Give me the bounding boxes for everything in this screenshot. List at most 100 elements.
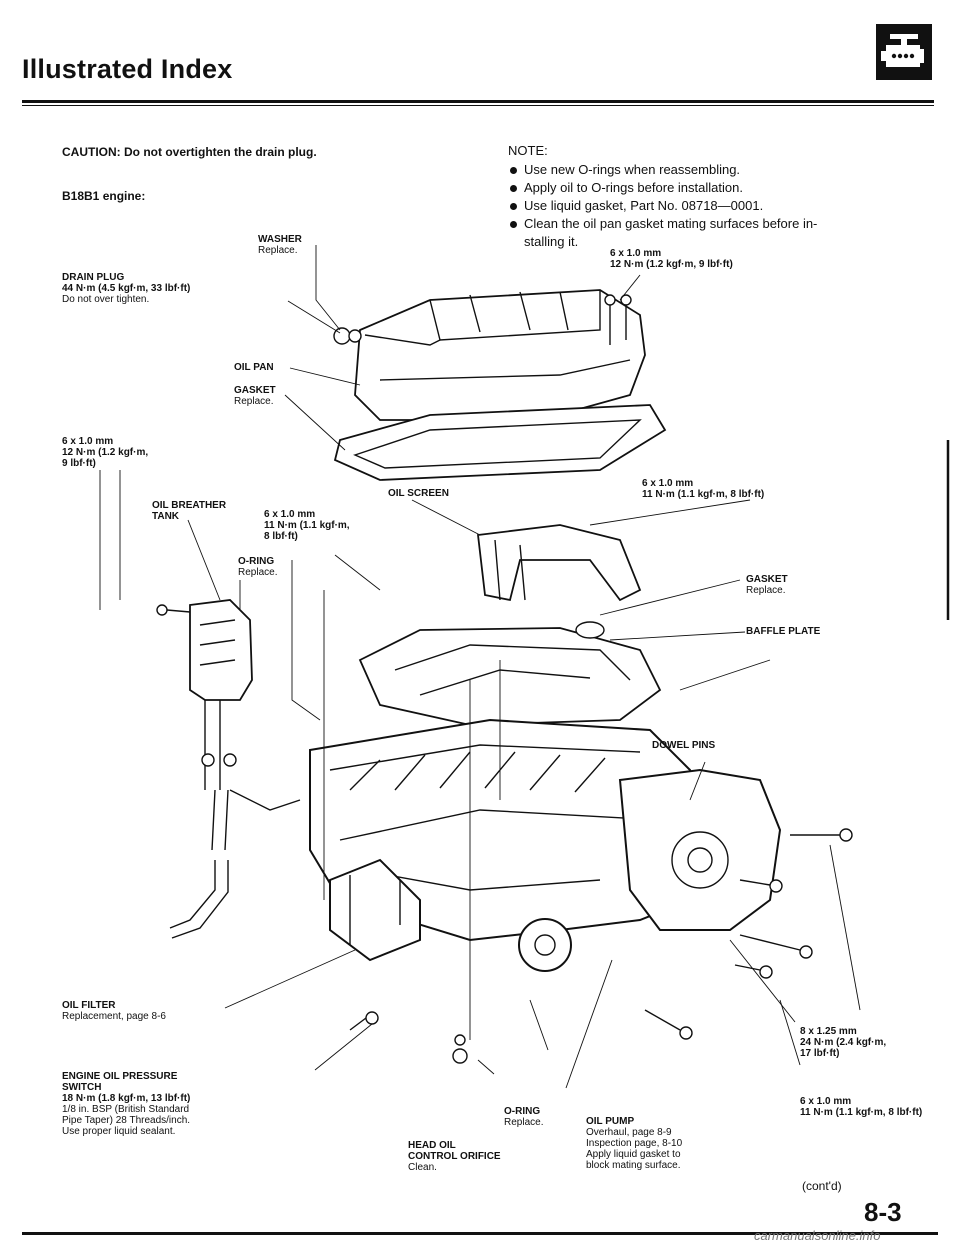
gasket-screen-name: GASKET <box>746 574 788 585</box>
oil-filter-note: Replacement, page 8-6 <box>62 1011 166 1022</box>
note-item-continued: stalling it. <box>524 234 579 249</box>
bolt-left-label: 6 x 1.0 mm 12 N·m (1.2 kgf·m, 9 lbf·ft) <box>62 436 148 469</box>
baffle-plate-name: BAFFLE PLATE <box>746 626 821 637</box>
bolt-top-right-size: 6 x 1.0 mm <box>610 248 662 259</box>
note-item: Clean the oil pan gasket mating surfaces… <box>508 215 928 233</box>
oil-pump-line2: Overhaul, page 8-9 <box>586 1127 672 1138</box>
bolt-big-size: 8 x 1.25 mm <box>800 1026 857 1037</box>
pressure-switch-shape <box>365 1011 379 1025</box>
gasket-screen-label: GASKET Replace. <box>746 574 788 596</box>
orifice-line1: HEAD OIL <box>408 1140 456 1151</box>
gasket-pan-note: Replace. <box>234 396 274 407</box>
dowel-pins-label: DOWEL PINS <box>652 740 715 751</box>
caution-message: Do not overtighten the drain plug. <box>124 145 317 159</box>
bolt-right-screen-spec: 11 N·m (1.1 kgf·m, 8 lbf·ft) <box>642 489 765 500</box>
oil-pump-label: OIL PUMP Overhaul, page 8-9 Inspection p… <box>586 1116 682 1171</box>
oil-pump-name: OIL PUMP <box>586 1116 635 1127</box>
bolt-big-spec2: 17 lbf·ft) <box>800 1048 840 1059</box>
oil-pump-line3: Inspection page, 8-10 <box>586 1138 683 1149</box>
oring-top-note: Replace. <box>238 567 278 578</box>
caution-label: CAUTION: <box>62 145 121 159</box>
bolt-bottom-right-label: 6 x 1.0 mm 11 N·m (1.1 kgf·m, 8 lbf·ft) <box>800 1096 922 1118</box>
bolt-mid-spec1: 11 N·m (1.1 kgf·m, <box>264 520 350 531</box>
bolt-mid-spec2: 8 lbf·ft) <box>264 531 298 542</box>
washer-label: WASHER Replace. <box>258 234 302 256</box>
oring-bottom-note: Replace. <box>504 1117 544 1128</box>
note-item: Use liquid gasket, Part No. 08718—0001. <box>508 197 928 215</box>
bolt-top-right-spec: 12 N·m (1.2 kgf·m, 9 lbf·ft) <box>610 259 733 270</box>
oil-filter-name: OIL FILTER <box>62 1000 116 1011</box>
notes-heading: NOTE: <box>508 143 548 158</box>
bolt-mid-size: 6 x 1.0 mm <box>264 509 316 520</box>
pressure-switch-line2: SWITCH <box>62 1082 102 1093</box>
bolt-big-spec1: 24 N·m (2.4 kgf·m, <box>800 1037 887 1048</box>
drain-plug-spec: 44 N·m (4.5 kgf·m, 33 lbf·ft) <box>62 283 191 294</box>
pressure-switch-line4: 1/8 in. BSP (British Standard <box>62 1104 190 1115</box>
header-rule <box>22 100 934 103</box>
watermark: carmanualsonline.info <box>754 1228 881 1243</box>
oil-pump-line4: Apply liquid gasket to <box>586 1149 681 1160</box>
bolt-right-screen-label: 6 x 1.0 mm 11 N·m (1.1 kgf·m, 8 lbf·ft) <box>642 478 764 500</box>
breather-tank-label: OIL BREATHER TANK <box>152 500 226 522</box>
gasket-pan-name: GASKET <box>234 385 276 396</box>
dowel-pins-name: DOWEL PINS <box>652 740 716 751</box>
oil-screen-name: OIL SCREEN <box>388 488 449 499</box>
oil-filter-label: OIL FILTER Replacement, page 8-6 <box>62 1000 166 1022</box>
breather-hose-shape <box>169 700 301 939</box>
page-number: 8-3 <box>864 1197 902 1227</box>
oil-screen-shape <box>477 524 642 602</box>
gasket-screen-note: Replace. <box>746 585 786 596</box>
note-item: Apply oil to O-rings before installation… <box>508 179 928 197</box>
pressure-switch-line5: Pipe Taper) 28 Threads/inch. <box>62 1115 191 1126</box>
bolt-right-screen-size: 6 x 1.0 mm <box>642 478 694 489</box>
oring-bottom-label: O-RING Replace. <box>504 1106 543 1128</box>
pan-gasket-shape <box>333 404 667 481</box>
engine-block-icon <box>876 24 932 80</box>
oring-top-name: O-RING <box>238 556 275 567</box>
bolt-left-spec2: 9 lbf·ft) <box>62 458 96 469</box>
oil-pan-label: OIL PAN <box>234 362 274 373</box>
leader-lines <box>99 245 861 1089</box>
block-bolts-shape <box>644 828 853 1040</box>
bolt-bottom-right-spec: 11 N·m (1.1 kgf·m, 8 lbf·ft) <box>800 1107 923 1118</box>
breather-line1: OIL BREATHER <box>152 500 227 511</box>
caution-text: CAUTION: Do not overtighten the drain pl… <box>62 145 317 159</box>
oil-pump-line5: block mating surface. <box>586 1160 681 1171</box>
oring-bottom-name: O-RING <box>504 1106 541 1117</box>
note-item: Use new O-rings when reassembling. <box>508 161 928 179</box>
oil-pan-name: OIL PAN <box>234 362 274 373</box>
pan-bolts-shape <box>604 294 632 345</box>
bolt-bottom-right-size: 6 x 1.0 mm <box>800 1096 852 1107</box>
pressure-switch-line3: 18 N·m (1.8 kgf·m, 13 lbf·ft) <box>62 1093 191 1104</box>
continued-label: (cont'd) <box>802 1179 842 1193</box>
gasket-pan-label: GASKET Replace. <box>234 385 276 407</box>
drain-plug-note: Do not over tighten. <box>62 294 150 305</box>
bolt-mid-label: 6 x 1.0 mm 11 N·m (1.1 kgf·m, 8 lbf·ft) <box>264 509 350 542</box>
pressure-switch-label: ENGINE OIL PRESSURE SWITCH 18 N·m (1.8 k… <box>62 1071 190 1137</box>
breather-line2: TANK <box>152 511 180 522</box>
oil-screen-label: OIL SCREEN <box>388 488 449 499</box>
notes-list: Use new O-rings when reassembling. Apply… <box>508 161 928 233</box>
header-rule-thin <box>22 105 934 106</box>
notes-block: NOTE: Use new O-rings when reassembling.… <box>508 142 928 251</box>
orifice-shape <box>452 1048 468 1064</box>
washer-name: WASHER <box>258 234 302 245</box>
orifice-line2: CONTROL ORIFICE <box>408 1151 501 1162</box>
pressure-switch-line6: Use proper liquid sealant. <box>62 1126 176 1137</box>
bolt-left-size: 6 x 1.0 mm <box>62 436 114 447</box>
footer-rule <box>22 1232 938 1235</box>
oring-top-label: O-RING Replace. <box>238 556 277 578</box>
baffle-plate-shape <box>358 627 662 726</box>
washer-note: Replace. <box>258 245 298 256</box>
orifice-note: Clean. <box>408 1162 437 1173</box>
drain-plug-label: DRAIN PLUG 44 N·m (4.5 kgf·m, 33 lbf·ft)… <box>62 272 190 305</box>
page-title: Illustrated Index <box>22 54 233 84</box>
bolt-left-spec1: 12 N·m (1.2 kgf·m, <box>62 447 149 458</box>
oil-filter-shape <box>329 858 421 962</box>
oil-pump-shape <box>618 768 782 931</box>
pressure-switch-line1: ENGINE OIL PRESSURE <box>62 1071 178 1082</box>
engine-label: B18B1 engine: <box>62 189 146 203</box>
orifice-label: HEAD OIL CONTROL ORIFICE Clean. <box>408 1140 501 1173</box>
oil-pan-shape <box>354 289 646 421</box>
